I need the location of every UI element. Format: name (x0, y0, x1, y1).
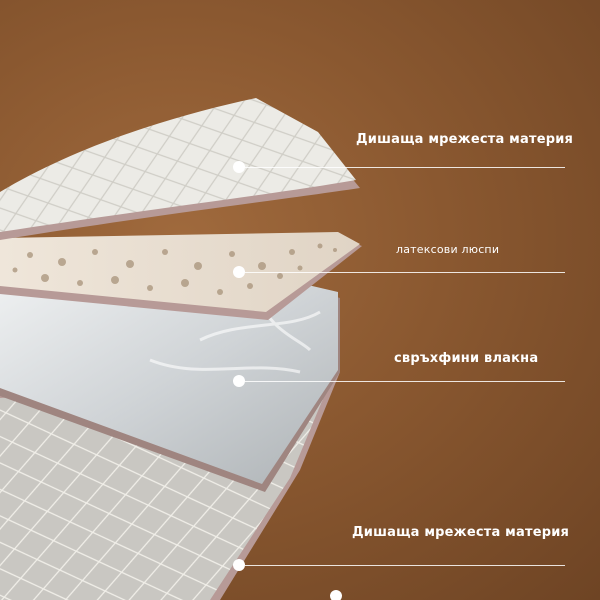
layer-label-1: Дишаща мрежеста материя (356, 132, 574, 147)
fiber-layer (0, 282, 340, 492)
latex-layer (0, 232, 362, 320)
layer-label-2: латексови люспи (396, 243, 500, 256)
leader-line-3 (245, 381, 565, 382)
marker-dot-4 (233, 559, 245, 571)
layer-label-4: Дишаща мрежеста материя (352, 525, 570, 540)
marker-dot-1 (233, 161, 245, 173)
layer-label-3: свръхфини влакна (394, 351, 539, 366)
leader-line-1 (245, 167, 565, 168)
marker-dot-3 (233, 375, 245, 387)
marker-dot-5 (330, 590, 342, 600)
leader-line-2 (245, 272, 565, 273)
marker-dot-2 (233, 266, 245, 278)
top-mesh-layer (0, 98, 360, 240)
leader-line-4 (245, 565, 565, 566)
